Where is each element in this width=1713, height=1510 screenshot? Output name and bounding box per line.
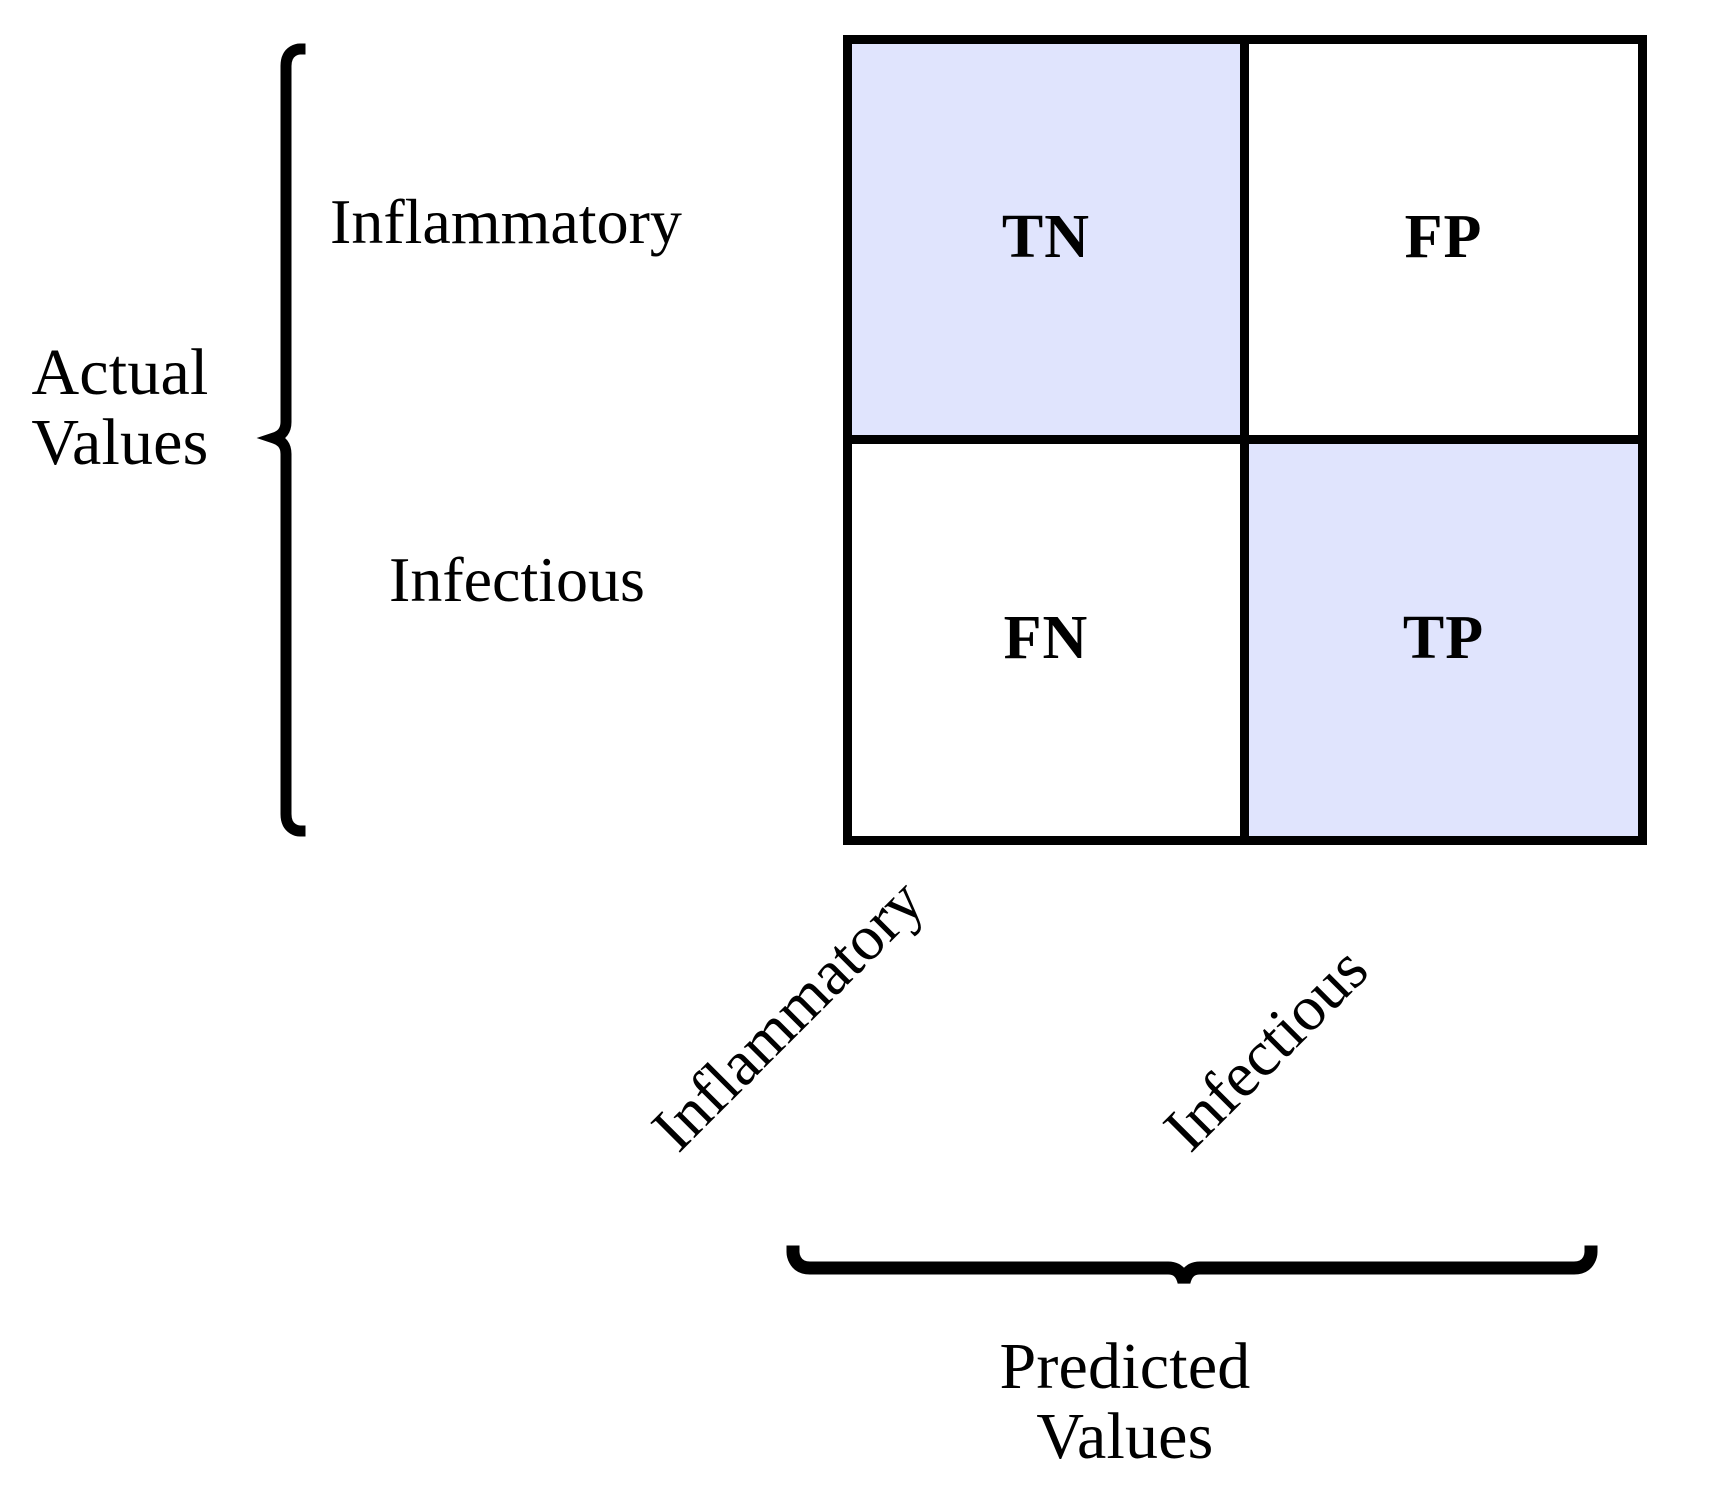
actual-values-axis-label: Actual Values — [0, 338, 240, 478]
column-label-infectious: Infectious — [1149, 932, 1382, 1165]
predicted-values-axis-label: Predicted Values — [905, 1332, 1345, 1472]
cell-label-tn: TN — [1001, 203, 1091, 271]
matrix-cell-false-positive[interactable]: FP — [1245, 44, 1638, 440]
confusion-matrix-grid: TN FP FN TP — [843, 35, 1647, 845]
row-label-inflammatory: Inflammatory — [330, 186, 682, 257]
actual-values-line-1: Actual — [31, 336, 209, 409]
matrix-cell-true-negative[interactable]: TN — [852, 44, 1245, 440]
row-label-infectious: Infectious — [389, 544, 645, 615]
predicted-values-line-2: Values — [1036, 1399, 1214, 1473]
cell-label-fn: FN — [1003, 603, 1089, 672]
matrix-cell-false-negative[interactable]: FN — [852, 440, 1245, 836]
predicted-values-brace-icon — [786, 1244, 1598, 1332]
actual-values-brace-icon — [250, 40, 312, 840]
predicted-values-line-1: Predicted — [999, 1330, 1251, 1403]
actual-values-line-2: Values — [31, 405, 209, 479]
cell-label-fp: FP — [1404, 203, 1483, 271]
cell-label-tp: TP — [1402, 603, 1485, 672]
column-label-inflammatory: Inflammatory — [637, 865, 937, 1165]
matrix-cell-true-positive[interactable]: TP — [1245, 440, 1638, 836]
